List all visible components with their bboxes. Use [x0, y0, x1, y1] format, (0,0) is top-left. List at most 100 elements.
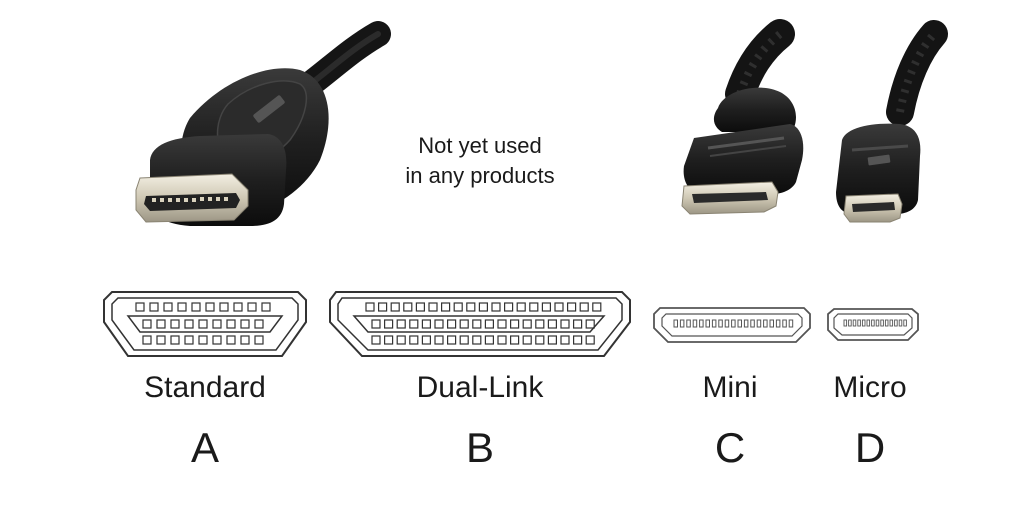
pin-contact — [409, 319, 419, 329]
pin-contact — [756, 319, 762, 328]
pin-contact — [472, 319, 482, 329]
pin-contact — [447, 335, 457, 345]
pin-contact — [848, 319, 852, 327]
pin-contact — [743, 319, 749, 328]
pin-contact — [434, 335, 444, 345]
pin-contact — [866, 319, 871, 327]
mini-plug-photo — [681, 19, 804, 215]
pin-contact — [724, 319, 730, 328]
pin-contact — [572, 335, 583, 345]
pin-contact — [585, 319, 595, 329]
pin-contact — [390, 302, 400, 312]
pin-contact — [421, 319, 431, 329]
pin-contact — [737, 319, 742, 328]
pin-contact — [579, 302, 589, 312]
pin-contact — [447, 319, 457, 329]
pin-contact — [428, 302, 438, 312]
pin-contact — [415, 302, 425, 312]
pin-contact — [554, 302, 564, 312]
pin-contact — [692, 319, 698, 328]
pin-contact — [894, 319, 898, 327]
pin-contact — [775, 319, 781, 328]
pin-contact — [484, 335, 494, 345]
pin-contact — [472, 335, 482, 345]
pin-contact — [788, 319, 794, 328]
pin-contact — [516, 302, 526, 312]
pin-contact — [396, 335, 406, 345]
pin-contact — [396, 319, 406, 329]
pin-contact — [510, 319, 520, 329]
label-micro: Micro — [833, 371, 907, 404]
label-mini: Mini — [702, 371, 758, 404]
letter-a: A — [190, 424, 219, 471]
pin-contact — [547, 335, 558, 345]
letter-d: D — [854, 424, 886, 471]
pin-contact — [572, 319, 583, 329]
pin-contact — [782, 319, 787, 328]
connector-diagram-dual-link — [329, 291, 631, 357]
pin-contact — [679, 319, 685, 328]
pin-contact — [378, 302, 388, 312]
pin-contact — [731, 319, 736, 328]
pin-contact — [529, 302, 539, 312]
hdmi-logo-icon — [253, 95, 285, 123]
letter-b: B — [465, 424, 494, 471]
pin-contact — [535, 319, 545, 329]
pin-contact — [371, 319, 381, 329]
pin-contact — [585, 335, 595, 345]
pin-contact — [409, 335, 419, 345]
pin-contact — [718, 319, 723, 328]
pin-contact — [478, 302, 488, 312]
pin-contact — [903, 319, 907, 327]
pin-contact — [871, 319, 875, 327]
pin-contact — [547, 319, 558, 329]
micro-plug-photo — [836, 20, 948, 223]
pin-contact — [541, 302, 552, 312]
pin-contact — [763, 319, 768, 328]
pin-contact — [459, 319, 469, 329]
pin-contact — [510, 335, 520, 345]
label-dual-link: Dual-Link — [416, 371, 544, 404]
pin-contact — [371, 335, 381, 345]
connector-diagram-mini — [653, 307, 811, 343]
pin-contact — [884, 319, 889, 327]
label-standard: Standard — [144, 371, 266, 404]
dual-link-photo-note: Not yet used in any products — [380, 131, 580, 191]
pin-contact — [384, 319, 394, 329]
pin-contact — [403, 302, 413, 312]
pin-contact — [686, 319, 691, 328]
pin-contact — [504, 302, 514, 312]
pin-contact — [889, 319, 894, 327]
pin-contact — [421, 335, 431, 345]
pin-contact — [898, 319, 903, 327]
pin-contact — [592, 302, 602, 312]
pin-contact — [673, 319, 678, 328]
pin-contact — [875, 319, 880, 327]
standard-plug-photo — [135, 21, 391, 226]
pin-contact — [535, 335, 545, 345]
pin-contact — [522, 319, 532, 329]
pin-contact — [434, 319, 444, 329]
pin-contact — [497, 335, 507, 345]
pin-contact — [750, 319, 755, 328]
pin-contact — [711, 319, 717, 328]
connector-diagram-standard — [103, 291, 307, 357]
pin-contact — [384, 335, 394, 345]
pin-contact — [861, 319, 866, 327]
pin-contact — [857, 319, 861, 327]
letter-c: C — [714, 424, 746, 471]
connector-diagram-micro — [827, 308, 919, 341]
pin-contact — [466, 302, 476, 312]
pin-contact — [699, 319, 704, 328]
pin-contact — [491, 302, 501, 312]
pin-contact — [705, 319, 710, 328]
pin-contact — [497, 319, 507, 329]
pin-contact — [365, 302, 375, 312]
note-line-1: Not yet used — [418, 133, 542, 158]
pin-contact — [484, 319, 494, 329]
pin-contact — [566, 302, 577, 312]
pin-contact — [441, 302, 451, 312]
note-line-2: in any products — [405, 163, 555, 188]
pin-contact — [560, 335, 570, 345]
